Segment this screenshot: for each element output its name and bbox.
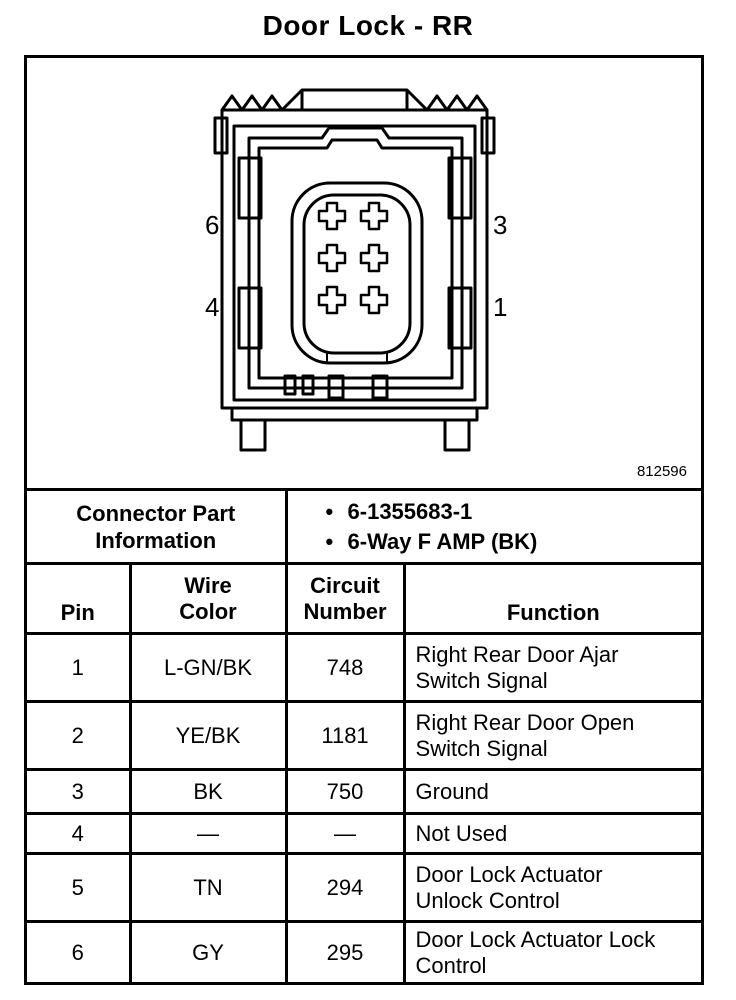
- cell-wire-color: TN: [128, 852, 288, 923]
- table-row: 1 L-GN/BK 748 Right Rear Door Ajar Switc…: [27, 632, 702, 703]
- connector-info-label-line2: Information: [95, 527, 217, 553]
- cavity-pin-5: [317, 243, 347, 273]
- connector-diagram: 6 3 4 1 812596: [27, 58, 701, 488]
- cell-pin: 3: [27, 768, 132, 815]
- table-row: 5 TN 294 Door Lock Actuator Unlock Contr…: [27, 852, 702, 923]
- connector-info-values: •6-1355683-1 •6-Way F AMP (BK): [284, 488, 702, 565]
- diagram-frame: 6 3 4 1 812596 Connector Part Informatio…: [24, 55, 704, 985]
- header-circuit-number: Circuit Number: [284, 562, 406, 635]
- cell-pin: 4: [27, 812, 132, 855]
- table-header-row: Pin Wire Color Circuit Number Function: [27, 562, 702, 635]
- figure-number: 812596: [636, 463, 687, 480]
- connector-info-row: Connector Part Information •6-1355683-1 …: [27, 488, 702, 565]
- table-row: 2 YE/BK 1181 Right Rear Door Open Switch…: [27, 700, 702, 771]
- header-wire-color: Wire Color: [128, 562, 288, 635]
- cell-function: Ground: [402, 768, 702, 815]
- pin-label-6: 6: [205, 210, 220, 240]
- table-row: 3 BK 750 Ground: [27, 768, 702, 815]
- cavity-pin-2: [359, 243, 389, 273]
- table-row: 4 — — Not Used: [27, 812, 702, 855]
- connector-type: •6-Way F AMP (BK): [325, 528, 538, 554]
- cell-circuit: 295: [284, 920, 406, 984]
- connector-housing-outer: [220, 108, 489, 410]
- header-pin: Pin: [27, 562, 132, 635]
- cell-function: Door Lock Actuator Unlock Control: [402, 852, 702, 923]
- cavity-pin-1: [359, 285, 389, 315]
- cell-pin: 6: [27, 920, 132, 984]
- pin-label-1: 1: [493, 292, 508, 322]
- pin-label-3: 3: [493, 210, 508, 240]
- connector-bottom-rail: [230, 408, 479, 422]
- cell-function: Not Used: [402, 812, 702, 855]
- cell-function: Door Lock Actuator Lock Control: [402, 920, 702, 984]
- connector-right-leg: [443, 420, 471, 452]
- pin-label-4: 4: [205, 292, 220, 322]
- cell-circuit: 1181: [284, 700, 406, 771]
- connector-housing-inner: [232, 124, 477, 402]
- cell-function: Right Rear Door Open Switch Signal: [402, 700, 702, 771]
- cavity-pin-6: [317, 201, 347, 231]
- right-latch-upper: [447, 156, 473, 220]
- cell-pin: 2: [27, 700, 132, 771]
- cell-circuit: 294: [284, 852, 406, 923]
- connector-info-label-line1: Connector Part: [76, 500, 236, 526]
- page-title: Door Lock - RR: [262, 10, 474, 41]
- cell-pin: 1: [27, 632, 132, 703]
- cell-circuit: —: [284, 812, 406, 855]
- left-latch-lower: [237, 286, 263, 350]
- connector-part-number: •6-1355683-1: [325, 498, 473, 524]
- left-latch-upper: [237, 156, 263, 220]
- cavity-seal-outer: [290, 181, 424, 365]
- cavity-pin-3: [359, 201, 389, 231]
- cell-pin: 5: [27, 852, 132, 923]
- header-function: Function: [402, 562, 702, 635]
- cell-wire-color: BK: [128, 768, 288, 815]
- right-latch-lower: [447, 286, 473, 350]
- cell-circuit: 748: [284, 632, 406, 703]
- table-row: 6 GY 295 Door Lock Actuator Lock Control: [27, 920, 702, 984]
- cell-function: Right Rear Door Ajar Switch Signal: [402, 632, 702, 703]
- terminal-cavities: [317, 201, 389, 315]
- connector-top-ridge: [220, 88, 489, 112]
- cell-wire-color: —: [128, 812, 288, 855]
- connector-drawing: [213, 88, 496, 452]
- connector-info-label: Connector Part Information: [27, 488, 288, 565]
- cell-wire-color: YE/BK: [128, 700, 288, 771]
- cavity-seal-inner: [302, 193, 412, 355]
- connector-left-leg: [239, 420, 267, 452]
- cavity-pin-4: [317, 285, 347, 315]
- cell-circuit: 750: [284, 768, 406, 815]
- cell-wire-color: GY: [128, 920, 288, 984]
- pinout-table: Connector Part Information •6-1355683-1 …: [27, 488, 702, 984]
- cell-wire-color: L-GN/BK: [128, 632, 288, 703]
